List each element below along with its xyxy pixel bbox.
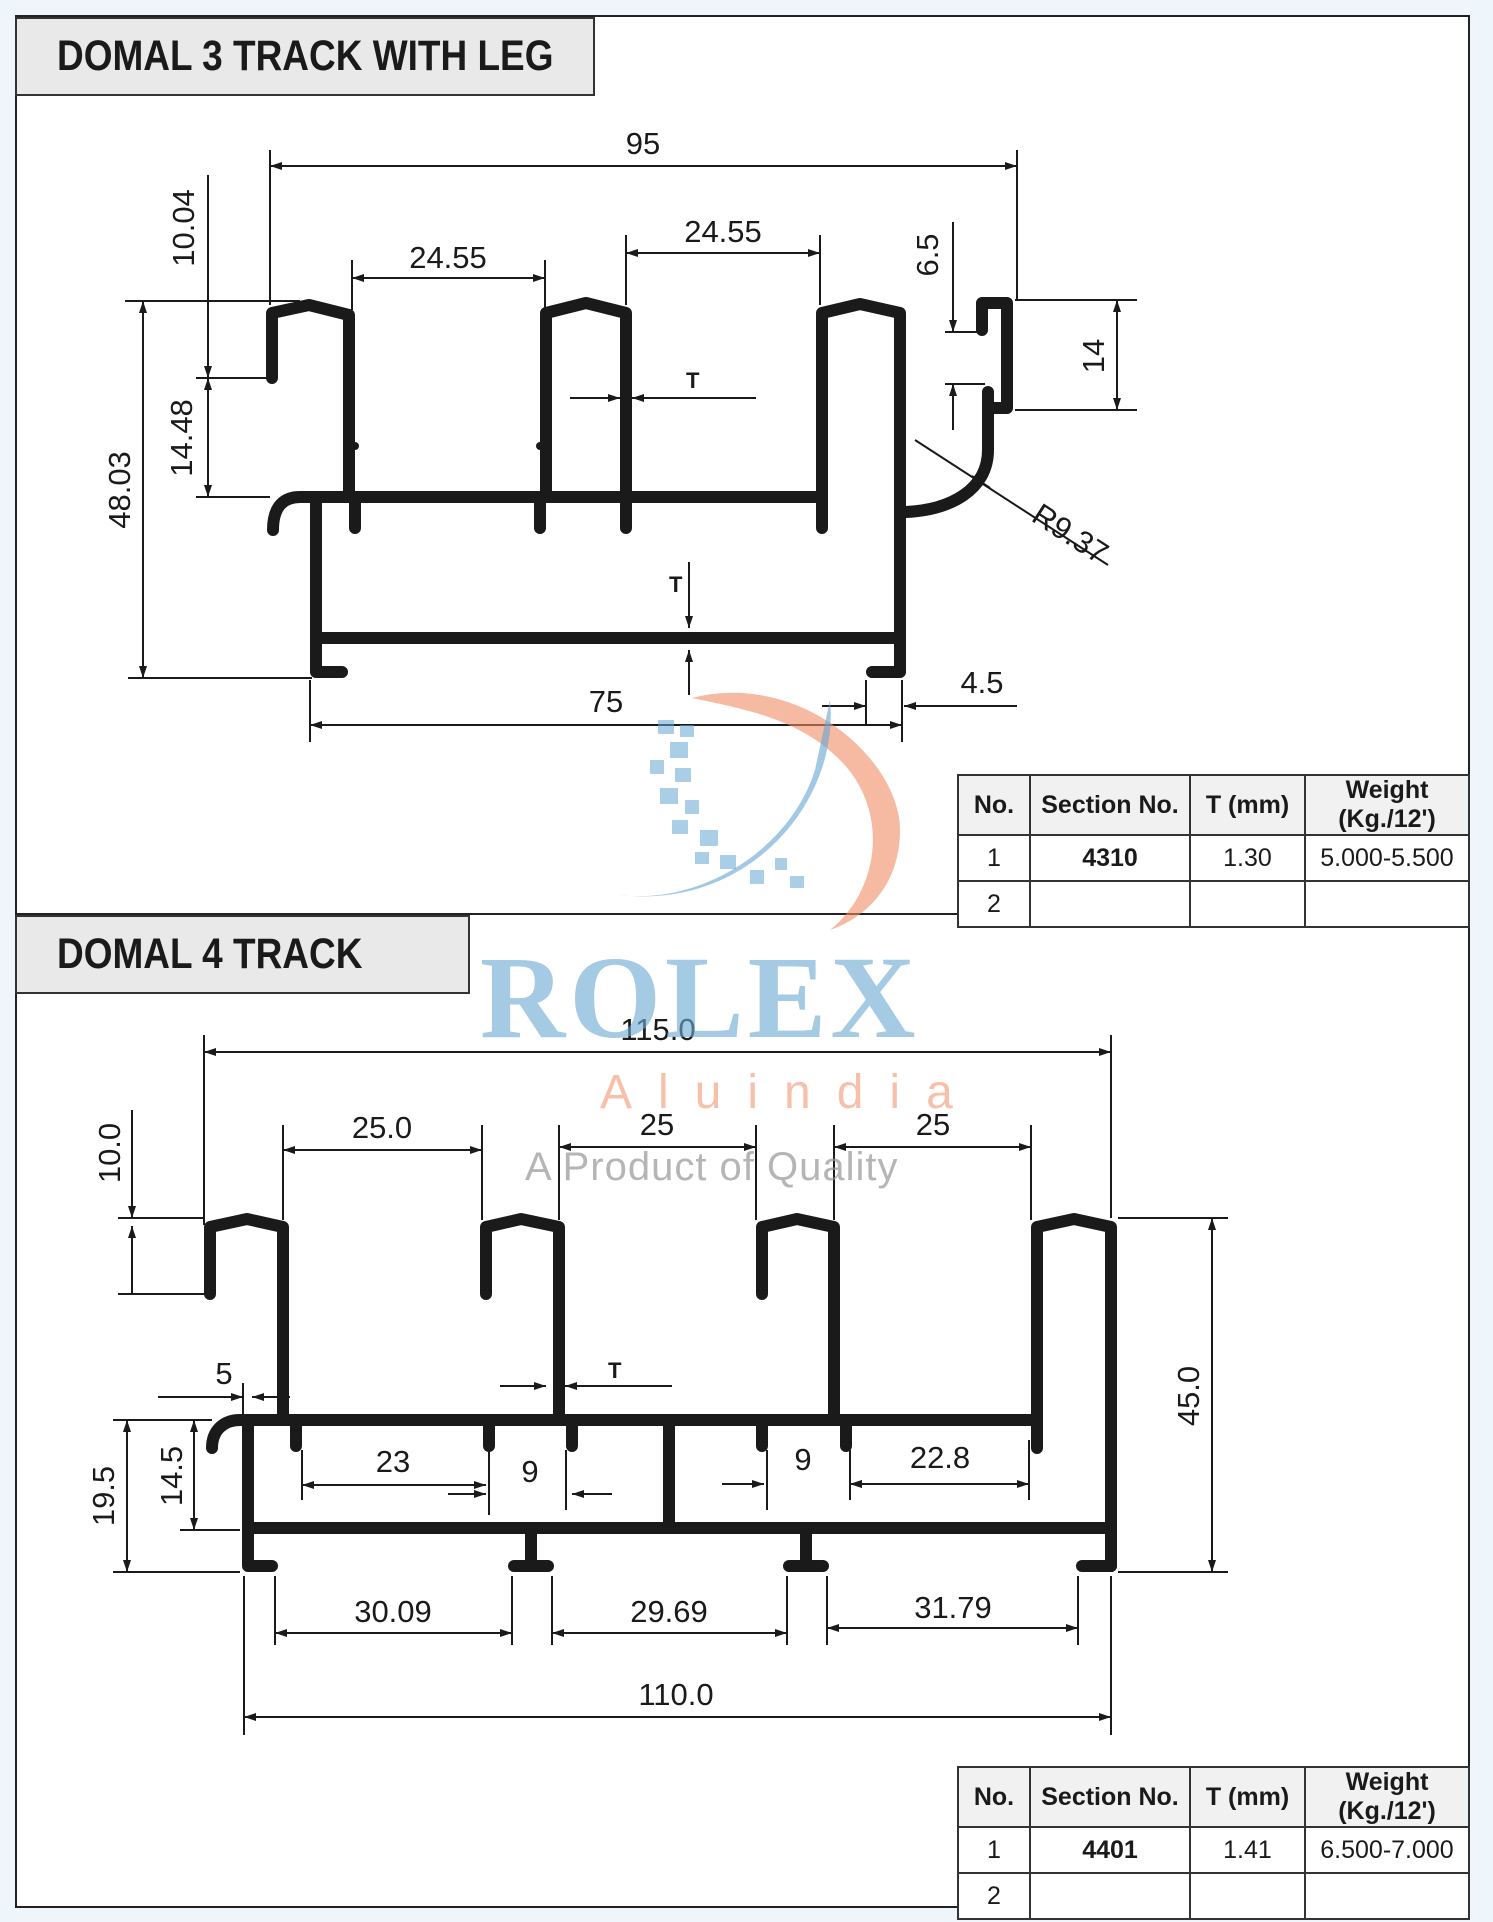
cell-t-mm (1189, 1872, 1306, 1920)
col-weight: Weight (Kg./12') (1304, 1766, 1470, 1828)
s1-dim-48-03: 48.03 (102, 451, 137, 529)
s1-dim-24-55-left: 24.55 (409, 240, 487, 275)
section-divider (15, 913, 1470, 915)
s2-dim-23: 23 (376, 1444, 410, 1479)
section1-profile (266, 297, 1013, 678)
s1-dim-4-5: 4.5 (960, 665, 1003, 700)
table-row: 1 4401 1.41 6.500-7.000 (957, 1826, 1470, 1874)
s2-dim-10-0: 10.0 (92, 1123, 127, 1183)
s2-dim-110-0: 110.0 (638, 1677, 713, 1712)
section1-title-text: DOMAL 3 TRACK WITH LEG (57, 32, 554, 80)
s2-dim-9-left: 9 (521, 1454, 538, 1489)
section2-dimensions: 115.0 25.0 25 25 10.0 45.0 5 (86, 1012, 1228, 1735)
table-header-row: No. Section No. T (mm) Weight (Kg./12') (957, 1766, 1470, 1828)
col-weight: Weight (Kg./12') (1304, 774, 1470, 836)
section2-title: DOMAL 4 TRACK (15, 915, 470, 994)
section2-profile (204, 1213, 1117, 1572)
section1-dimensions: 95 24.55 24.55 10.04 14.48 48.03 6.5 (102, 126, 1137, 742)
s2-dim-115: 115.0 (620, 1012, 695, 1047)
s1-dim-6-5: 6.5 (910, 233, 945, 276)
cell-no: 1 (957, 834, 1031, 882)
s1-dim-14: 14 (1076, 339, 1111, 373)
cell-no: 2 (957, 880, 1031, 928)
watermark-subtitle: Aluindia (600, 1066, 979, 1119)
table-row: 2 (957, 880, 1470, 928)
col-no: No. (957, 774, 1031, 836)
s2-dim-22-8: 22.8 (910, 1440, 970, 1475)
section2-title-text: DOMAL 4 TRACK (57, 930, 363, 978)
s2-dim-5: 5 (215, 1356, 232, 1391)
cell-section-no: 4401 (1029, 1826, 1191, 1874)
s2-dim-14-5: 14.5 (154, 1446, 189, 1506)
s2-dim-29-69: 29.69 (630, 1594, 708, 1629)
s1-thickness-t1: T (686, 368, 700, 393)
section2-spec-table: No. Section No. T (mm) Weight (Kg./12') … (957, 1766, 1470, 1920)
watermark-tagline: A Product of Quality (525, 1145, 899, 1189)
s1-dim-95: 95 (626, 126, 660, 161)
cell-t-mm: 1.41 (1189, 1826, 1306, 1874)
cell-weight: 5.000-5.500 (1304, 834, 1470, 882)
col-no: No. (957, 1766, 1031, 1828)
cell-no: 1 (957, 1826, 1031, 1874)
cell-no: 2 (957, 1872, 1031, 1920)
cell-t-mm: 1.30 (1189, 834, 1306, 882)
s1-dim-24-55-right: 24.55 (684, 214, 762, 249)
s1-thickness-t2: T (669, 572, 683, 597)
table-row: 1 4310 1.30 5.000-5.500 (957, 834, 1470, 882)
col-t-mm: T (mm) (1189, 774, 1306, 836)
s2-dim-25-mid: 25 (640, 1107, 674, 1142)
s1-dim-75: 75 (589, 684, 623, 719)
s2-dim-30-09: 30.09 (354, 1594, 432, 1629)
table-header-row: No. Section No. T (mm) Weight (Kg./12') (957, 774, 1470, 836)
rolex-logo-graphic (620, 692, 900, 930)
watermark-brand: ROLEX (480, 932, 920, 1063)
s1-dim-10-04: 10.04 (166, 189, 201, 267)
cell-weight (1304, 880, 1470, 928)
s2-dim-45-0: 45.0 (1171, 1366, 1206, 1426)
s2-dim-19-5: 19.5 (86, 1466, 121, 1526)
cell-t-mm (1189, 880, 1306, 928)
cell-section-no (1029, 880, 1191, 928)
s2-dim-25-right: 25 (916, 1107, 950, 1142)
s1-dim-14-48: 14.48 (164, 399, 199, 477)
s2-dim-25-0: 25.0 (352, 1110, 412, 1145)
table-row: 2 (957, 1872, 1470, 1920)
s2-dim-31-79: 31.79 (914, 1590, 992, 1625)
cell-weight (1304, 1872, 1470, 1920)
cell-section-no: 4310 (1029, 834, 1191, 882)
cell-weight: 6.500-7.000 (1304, 1826, 1470, 1874)
s2-thickness-t: T (608, 1358, 622, 1383)
col-section-no: Section No. (1029, 774, 1191, 836)
cell-section-no (1029, 1872, 1191, 1920)
s2-dim-9-right: 9 (794, 1442, 811, 1477)
col-t-mm: T (mm) (1189, 1766, 1306, 1828)
section1-spec-table: No. Section No. T (mm) Weight (Kg./12') … (957, 774, 1470, 928)
s1-dim-r9-37: R9.37 (1026, 497, 1114, 571)
col-section-no: Section No. (1029, 1766, 1191, 1828)
section1-title: DOMAL 3 TRACK WITH LEG (15, 17, 595, 96)
